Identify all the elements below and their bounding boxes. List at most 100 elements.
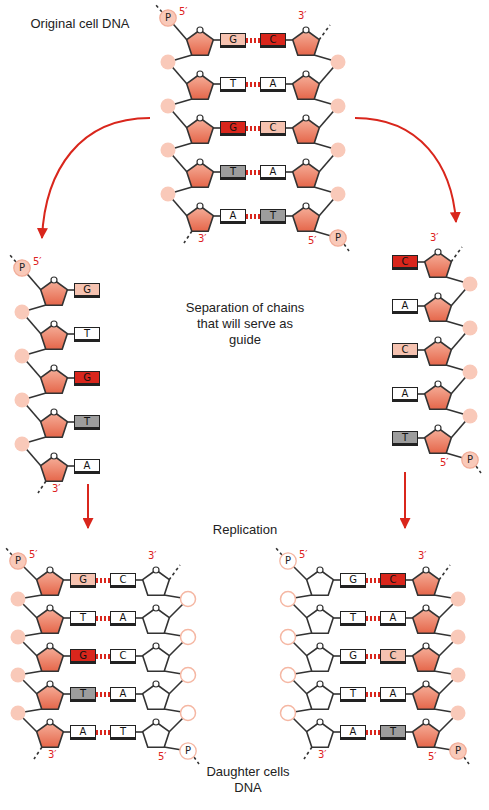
phosphate-circle: [15, 349, 30, 364]
phosphate-circle: [331, 55, 346, 70]
strand-end-label: 5′: [33, 256, 42, 268]
ring-oxygen: [51, 321, 57, 327]
process-arrow: [87, 484, 89, 528]
ring-oxygen: [303, 71, 309, 77]
hydrogen-bond: [366, 578, 380, 583]
sugar-ring: [187, 206, 214, 231]
phosphate-circle: [11, 706, 26, 721]
base-letter: T: [350, 613, 356, 623]
nucleotide-base: G: [74, 371, 100, 386]
sugar-pentagon: [413, 567, 440, 595]
ring-oxygen: [423, 719, 429, 725]
sugar-pentagon: [307, 719, 334, 747]
base-letter: T: [390, 727, 396, 737]
base-letter: T: [270, 211, 276, 221]
sugar-ring: [425, 252, 452, 277]
strand-continuation: [319, 25, 330, 40]
sugar-ring: [307, 608, 334, 633]
base-letter: G: [349, 575, 357, 585]
strand-continuation: [6, 548, 12, 555]
ring-oxygen: [153, 681, 159, 687]
ring-oxygen: [47, 605, 53, 611]
sugar-ring: [413, 722, 440, 747]
sugar-ring: [41, 324, 68, 349]
phosphate-circle: [451, 592, 466, 607]
phosphate-circle: [161, 55, 176, 70]
ring-oxygen: [423, 643, 429, 649]
strand-continuation: [194, 757, 199, 764]
phosphate-circle: [161, 187, 176, 202]
strand-continuation: [344, 244, 349, 251]
ring-oxygen: [51, 365, 57, 371]
base-letter: T: [84, 417, 90, 427]
ring-oxygen: [317, 567, 323, 573]
hydrogen-bond: [246, 170, 260, 175]
ring-oxygen: [197, 71, 203, 77]
phosphate-group: P: [449, 742, 467, 760]
sugar-ring: [187, 162, 214, 187]
phosphate-circle: [281, 630, 296, 645]
phosphate-circle: [161, 99, 176, 114]
phosphate-circle: [161, 143, 176, 158]
nucleotide-base: T: [392, 431, 418, 446]
phosphate-group: P: [279, 552, 297, 570]
base-letter: A: [270, 167, 277, 177]
hydrogen-bond: [246, 126, 260, 131]
ring-oxygen: [303, 159, 309, 165]
strand-end-label: 3′: [48, 749, 57, 761]
strand-end-label: 5′: [440, 457, 449, 469]
hydrogen-bond: [96, 654, 110, 659]
phosphate-circle: [11, 630, 26, 645]
strand-continuation: [476, 466, 481, 473]
sugar-ring: [425, 384, 452, 409]
ring-oxygen: [197, 115, 203, 121]
phosphate-circle: [463, 365, 478, 380]
ring-oxygen: [303, 115, 309, 121]
nucleotide-base: T: [70, 611, 96, 626]
sugar-ring: [413, 608, 440, 633]
sugar-pentagon: [37, 605, 64, 633]
nucleotide-base: C: [260, 121, 286, 136]
base-letter: C: [390, 651, 397, 661]
ring-oxygen: [317, 605, 323, 611]
sugar-ring: [37, 646, 64, 671]
sugar-pentagon: [143, 719, 170, 747]
sugar-pentagon: [37, 719, 64, 747]
ring-oxygen: [47, 567, 53, 573]
sugar-ring: [143, 646, 170, 671]
sugar-ring: [143, 722, 170, 747]
phosphate-group: P: [9, 552, 27, 570]
phosphate-circle: [180, 743, 196, 759]
phosphate-circle: [181, 630, 196, 645]
nucleotide-base: C: [110, 573, 136, 588]
sugar-pentagon: [307, 567, 334, 595]
nucleotide-base: A: [380, 611, 406, 626]
phosphate-letter: P: [335, 233, 341, 243]
nucleotide-base: C: [380, 573, 406, 588]
strand-end-label: 5′: [299, 549, 308, 561]
strand-end-label: 5′: [308, 235, 317, 247]
sugar-ring: [307, 646, 334, 671]
sugar-ring: [307, 570, 334, 595]
sugar-ring: [143, 608, 170, 633]
phosphate-circle: [463, 277, 478, 292]
sugar-ring: [413, 684, 440, 709]
phosphate-circle: [451, 706, 466, 721]
phosphate-circle: [15, 305, 30, 320]
strand-end-label: 5′: [158, 751, 167, 763]
ring-oxygen: [197, 203, 203, 209]
nucleotide-base: A: [380, 687, 406, 702]
sugar-pentagon: [143, 681, 170, 709]
phosphate-circle: [462, 452, 478, 468]
sugar-pentagon: [187, 115, 214, 143]
nucleotide-base: C: [380, 649, 406, 664]
ring-oxygen: [423, 681, 429, 687]
strand-end-label: 5′: [29, 549, 38, 561]
sugar-pentagon: [41, 277, 68, 305]
base-letter: A: [270, 79, 277, 89]
sugar-ring: [293, 162, 320, 187]
sugar-pentagon: [307, 643, 334, 671]
nucleotide-base: T: [220, 165, 246, 180]
hydrogen-bond: [246, 82, 260, 87]
phosphate-circle: [181, 668, 196, 683]
